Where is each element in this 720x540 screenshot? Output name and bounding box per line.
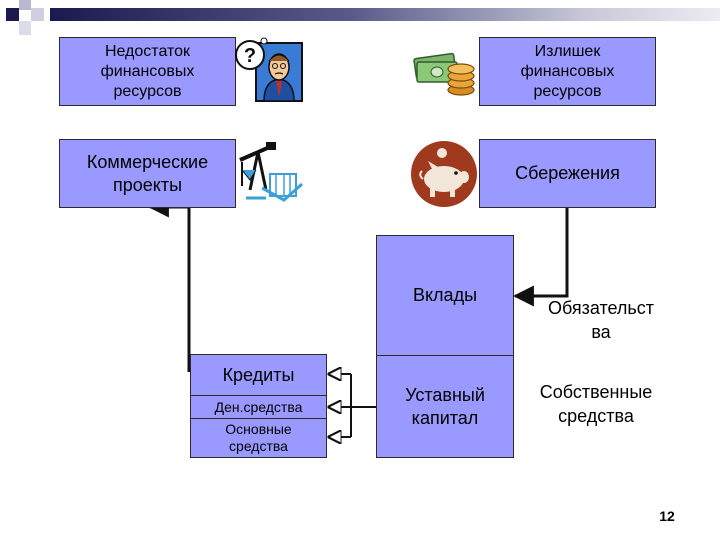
commercial-projects-label: Коммерческие проекты [86, 151, 209, 195]
fixed-assets-line2: средства [229, 438, 288, 454]
charter-capital-line1: Уставный [405, 384, 485, 405]
surplus-label: Излишек финансовых ресурсов [520, 42, 615, 100]
cash-label: Ден.средства [214, 399, 303, 415]
liabilities-label: Обязательст ва [536, 296, 666, 344]
header-bar [50, 8, 720, 21]
deposits-box: Вклады [376, 235, 514, 356]
svg-text:?: ? [244, 45, 256, 67]
credits-to-projects-arrow [147, 196, 191, 372]
piggy-bank-icon [411, 141, 477, 207]
slide-number: 12 [659, 508, 675, 524]
savings-to-deposits-arrow [512, 207, 569, 307]
liabilities-line1: Обязательст [547, 298, 655, 318]
equity-line1: Собственные [539, 382, 653, 402]
equity-label: Собственные средства [526, 380, 666, 428]
charter-capital-box: Уставный капитал [376, 355, 514, 458]
money-stack-icon [413, 52, 475, 96]
surplus-box: Излишек финансовых ресурсов [479, 37, 656, 106]
equity-line2: средства [558, 406, 634, 426]
fixed-assets-line1: Основные [225, 421, 292, 437]
credits-box: Кредиты [190, 354, 327, 396]
deficit-label: Недостаток финансовых ресурсов [100, 42, 195, 100]
corner-square [31, 8, 44, 21]
charter-capital-line2: капитал [411, 407, 479, 428]
cash-box: Ден.средства [190, 395, 327, 419]
deficit-box: Недостаток финансовых ресурсов [59, 37, 236, 106]
corner-square [6, 8, 19, 21]
corner-square [19, 21, 31, 35]
oil-derrick-icon [239, 142, 303, 202]
corner-square [19, 0, 31, 10]
confused-man-icon: ? [235, 37, 303, 102]
credits-label: Кредиты [222, 364, 295, 385]
savings-box: Сбережения [479, 139, 656, 208]
liabilities-line2: ва [591, 322, 611, 342]
deposits-label: Вклады [412, 285, 478, 305]
fixed-assets-box: Основные средства [190, 418, 327, 458]
savings-label: Сбережения [515, 163, 620, 183]
commercial-projects-box: Коммерческие проекты [59, 139, 236, 208]
